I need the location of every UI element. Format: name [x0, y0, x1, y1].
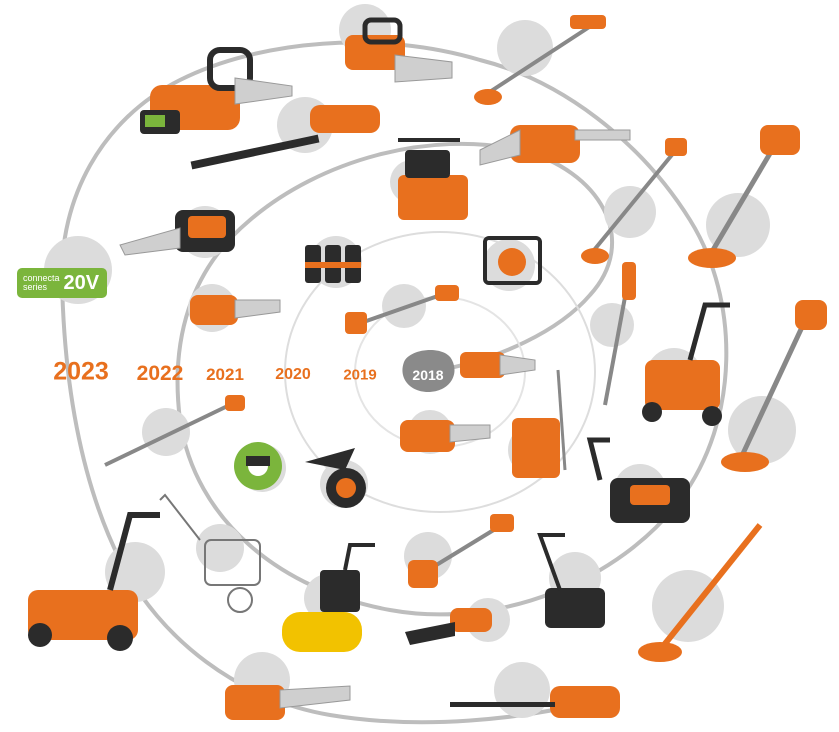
engine-oil-icon	[305, 245, 361, 283]
cordless-chainsaw-icon	[140, 47, 293, 134]
chainsaw-bottom-icon	[225, 685, 351, 720]
grass-shears-icon	[405, 608, 492, 645]
year-2020-label: 2020	[275, 366, 311, 383]
node-circle	[590, 303, 634, 347]
chainsaw-2018-icon	[460, 352, 536, 378]
lawn-mower-icon	[642, 302, 730, 426]
cordless-lawn-mower-icon	[28, 512, 160, 651]
node-circle	[196, 524, 244, 572]
year-2019-label: 2019	[343, 366, 377, 384]
brush-cutter-icon	[345, 285, 459, 334]
node-circle	[706, 193, 770, 257]
pole-trimmer-icon	[603, 262, 636, 406]
electric-chainsaw-small-icon	[190, 295, 281, 325]
ring-2019	[284, 231, 596, 513]
year-2018-blob	[402, 350, 455, 392]
node-circle	[494, 662, 550, 718]
trimmer-line-spool-icon	[234, 442, 282, 490]
grass-trimmer-icon	[474, 15, 606, 105]
badge-line-2: series	[23, 282, 48, 292]
node-circle	[142, 408, 190, 456]
battery-trimmer-icon	[721, 300, 827, 472]
brush-cutter-lower-icon	[408, 514, 514, 588]
year-2023-label: 2023	[53, 357, 109, 386]
pole-saw-icon	[104, 395, 245, 467]
string-trimmer-icon	[581, 138, 687, 264]
cordless-hedge-trimmer-icon	[450, 686, 620, 718]
connecta-series-badge: connecta series 20V	[17, 268, 107, 298]
power-sweeper-icon	[282, 543, 375, 652]
electric-chainsaw-icon	[479, 125, 631, 166]
year-2021-label: 2021	[206, 365, 244, 384]
cordless-trimmer-icon	[688, 125, 800, 268]
year-2018-label: 2018	[412, 367, 444, 383]
spiral-path	[59, 40, 729, 725]
electric-chainsaw-lower-icon	[400, 420, 491, 452]
tiller-icon	[159, 493, 261, 613]
electric-trimmer-icon	[638, 523, 763, 662]
badge-line-1: connecta	[23, 273, 60, 283]
trimmer-head-icon	[305, 448, 366, 508]
gas-chainsaw-icon	[119, 210, 235, 256]
water-pump-icon	[483, 236, 542, 285]
badge-voltage: 20V	[63, 271, 100, 294]
knapsack-sprayer-icon	[512, 369, 567, 478]
hedge-trimmer-icon	[190, 105, 380, 170]
chainsaw-icon	[345, 17, 453, 83]
year-2022-label: 2022	[136, 362, 184, 385]
lawn-scarifier-icon	[537, 533, 605, 628]
snow-blower-icon	[398, 138, 468, 220]
gas-lawn-mower-icon	[586, 437, 690, 523]
